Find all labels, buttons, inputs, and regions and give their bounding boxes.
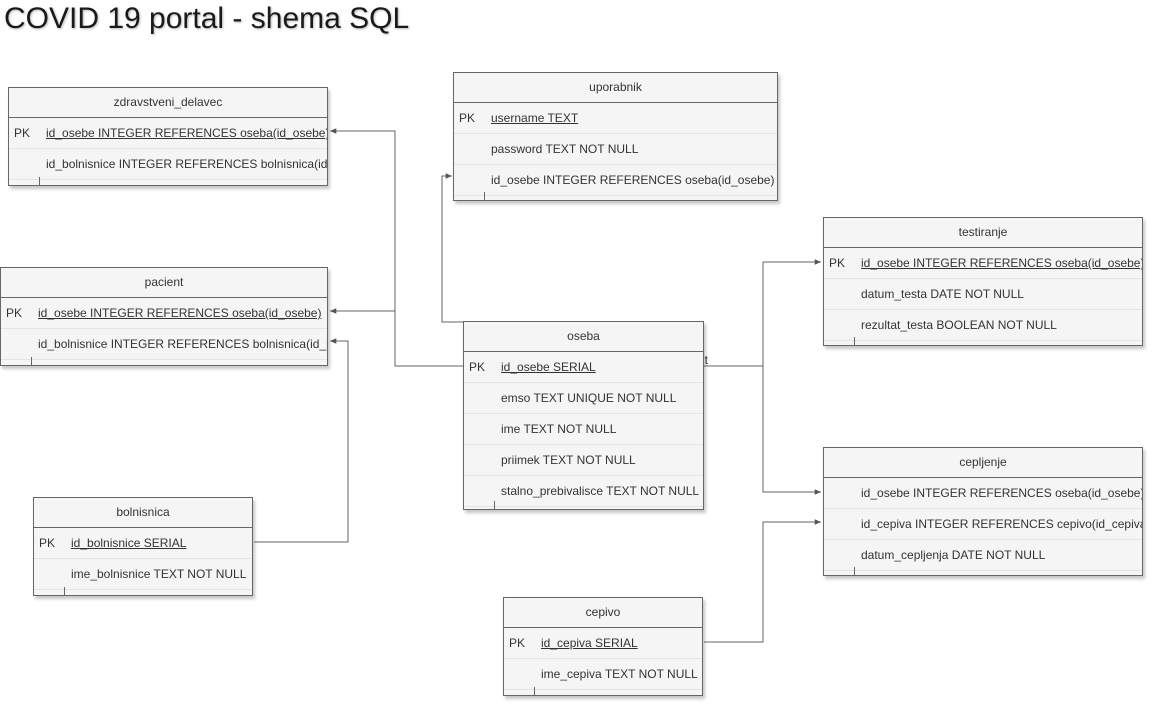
- pk-marker: PK: [509, 636, 526, 650]
- table-cepivo[interactable]: cepivo PK id_cepiva SERIAL ime_cepiva TE…: [503, 597, 703, 696]
- field-name: id_osebe INTEGER REFERENCES oseba(id_ose…: [38, 306, 322, 320]
- field-name: id_osebe INTEGER REFERENCES oseba(id_ose…: [861, 256, 1142, 270]
- field-name: datum_testa DATE NOT NULL: [861, 287, 1024, 301]
- table-footer: [464, 501, 703, 509]
- field-name: id_osebe INTEGER REFERENCES oseba(id_ose…: [46, 126, 327, 140]
- pk-marker: PK: [829, 256, 846, 270]
- table-footer: [454, 192, 777, 200]
- field-name: password TEXT NOT NULL: [491, 142, 639, 156]
- table-row[interactable]: priimek TEXT NOT NULL: [464, 445, 703, 476]
- table-footer: [504, 687, 702, 695]
- table-row[interactable]: PK id_osebe SERIAL: [464, 352, 703, 383]
- table-testiranje[interactable]: testiranje PK id_osebe INTEGER REFERENCE…: [823, 217, 1143, 346]
- table-row[interactable]: ime_cepiva TEXT NOT NULL: [504, 659, 702, 690]
- table-row[interactable]: id_bolnisnice INTEGER REFERENCES bolnisn…: [1, 329, 327, 360]
- table-row[interactable]: datum_testa DATE NOT NULL: [824, 279, 1142, 310]
- field-name: id_osebe SERIAL: [501, 360, 596, 374]
- table-title: cepljenje: [824, 448, 1142, 478]
- edge-oseba-zdravstveni-delavec: [330, 128, 463, 367]
- table-title: testiranje: [824, 218, 1142, 248]
- table-row[interactable]: PK id_bolnisnice SERIAL: [34, 528, 252, 559]
- field-name: priimek TEXT NOT NULL: [501, 453, 636, 467]
- table-row[interactable]: PK id_osebe INTEGER REFERENCES oseba(id_…: [1, 298, 327, 329]
- field-name: id_cepiva SERIAL: [541, 636, 638, 650]
- table-row[interactable]: id_cepiva INTEGER REFERENCES cepivo(id_c…: [824, 509, 1142, 540]
- table-row[interactable]: datum_cepljenja DATE NOT NULL: [824, 540, 1142, 571]
- table-title: bolnisnica: [34, 498, 252, 528]
- table-oseba[interactable]: oseba PK id_osebe SERIAL emso TEXT UNIQU…: [463, 321, 704, 510]
- table-bolnisnica[interactable]: bolnisnica PK id_bolnisnice SERIAL ime_b…: [33, 497, 253, 596]
- table-footer: [9, 177, 327, 185]
- table-pacient[interactable]: pacient PK id_osebe INTEGER REFERENCES o…: [0, 267, 328, 366]
- table-title: cepivo: [504, 598, 702, 628]
- table-row[interactable]: PK id_osebe INTEGER REFERENCES oseba(id_…: [9, 118, 327, 149]
- table-row[interactable]: ime_bolnisnice TEXT NOT NULL: [34, 559, 252, 590]
- table-row[interactable]: PK username TEXT: [454, 103, 777, 134]
- table-row[interactable]: PK id_osebe INTEGER REFERENCES oseba(id_…: [824, 248, 1142, 279]
- table-row[interactable]: id_bolnisnice INTEGER REFERENCES bolnisn…: [9, 149, 327, 180]
- table-row[interactable]: emso TEXT UNIQUE NOT NULL: [464, 383, 703, 414]
- table-title: pacient: [1, 268, 327, 298]
- edge-bolnisnica-pacient: [254, 338, 349, 543]
- field-name: id_osebe INTEGER REFERENCES oseba(id_ose…: [861, 486, 1142, 500]
- edge-oseba-cepljenje: [762, 366, 821, 495]
- field-name: ime_cepiva TEXT NOT NULL: [541, 667, 698, 681]
- table-row[interactable]: id_osebe INTEGER REFERENCES oseba(id_ose…: [454, 165, 777, 196]
- table-row[interactable]: PK id_cepiva SERIAL: [504, 628, 702, 659]
- table-footer: [1, 357, 327, 365]
- table-cepljenje[interactable]: cepljenje id_osebe INTEGER REFERENCES os…: [823, 447, 1143, 576]
- table-row[interactable]: id_osebe INTEGER REFERENCES oseba(id_ose…: [824, 478, 1142, 509]
- field-name: id_bolnisnice INTEGER REFERENCES bolnisn…: [38, 337, 327, 351]
- field-name: id_bolnisnice INTEGER REFERENCES bolnisn…: [46, 157, 327, 171]
- field-name: datum_cepljenja DATE NOT NULL: [861, 548, 1046, 562]
- edge-oseba-testiranje: [704, 259, 821, 367]
- table-row[interactable]: rezultat_testa BOOLEAN NOT NULL: [824, 310, 1142, 341]
- field-name: id_osebe INTEGER REFERENCES oseba(id_ose…: [491, 173, 775, 187]
- pk-marker: PK: [469, 360, 486, 374]
- field-name: id_cepiva INTEGER REFERENCES cepivo(id_c…: [861, 517, 1142, 531]
- field-name: username TEXT: [491, 111, 579, 125]
- edge-cepivo-cepljenje: [704, 519, 821, 643]
- table-row[interactable]: stalno_prebivalisce TEXT NOT NULL: [464, 476, 703, 507]
- table-row[interactable]: ime TEXT NOT NULL: [464, 414, 703, 445]
- table-title: uporabnik: [454, 73, 777, 103]
- table-footer: [824, 337, 1142, 345]
- pk-marker: PK: [459, 111, 476, 125]
- table-footer: [824, 567, 1142, 575]
- field-name: id_bolnisnice SERIAL: [71, 536, 187, 550]
- table-zdravstveni-delavec[interactable]: zdravstveni_delavec PK id_osebe INTEGER …: [8, 87, 328, 186]
- table-title: zdravstveni_delavec: [9, 88, 327, 118]
- edge-oseba-uporabnik: [441, 173, 463, 323]
- pk-marker: PK: [6, 306, 23, 320]
- table-title: oseba: [464, 322, 703, 352]
- field-name: emso TEXT UNIQUE NOT NULL: [501, 391, 677, 405]
- table-uporabnik[interactable]: uporabnik PK username TEXT password TEXT…: [453, 72, 778, 201]
- field-name: stalno_prebivalisce TEXT NOT NULL: [501, 484, 700, 498]
- table-footer: [34, 587, 252, 595]
- field-name: ime TEXT NOT NULL: [501, 422, 617, 436]
- table-row[interactable]: password TEXT NOT NULL: [454, 134, 777, 165]
- field-name: rezultat_testa BOOLEAN NOT NULL: [861, 318, 1057, 332]
- field-name: ime_bolnisnice TEXT NOT NULL: [71, 567, 247, 581]
- pk-marker: PK: [39, 536, 56, 550]
- pk-marker: PK: [14, 126, 31, 140]
- diagram-title: COVID 19 portal - shema SQL: [4, 2, 410, 35]
